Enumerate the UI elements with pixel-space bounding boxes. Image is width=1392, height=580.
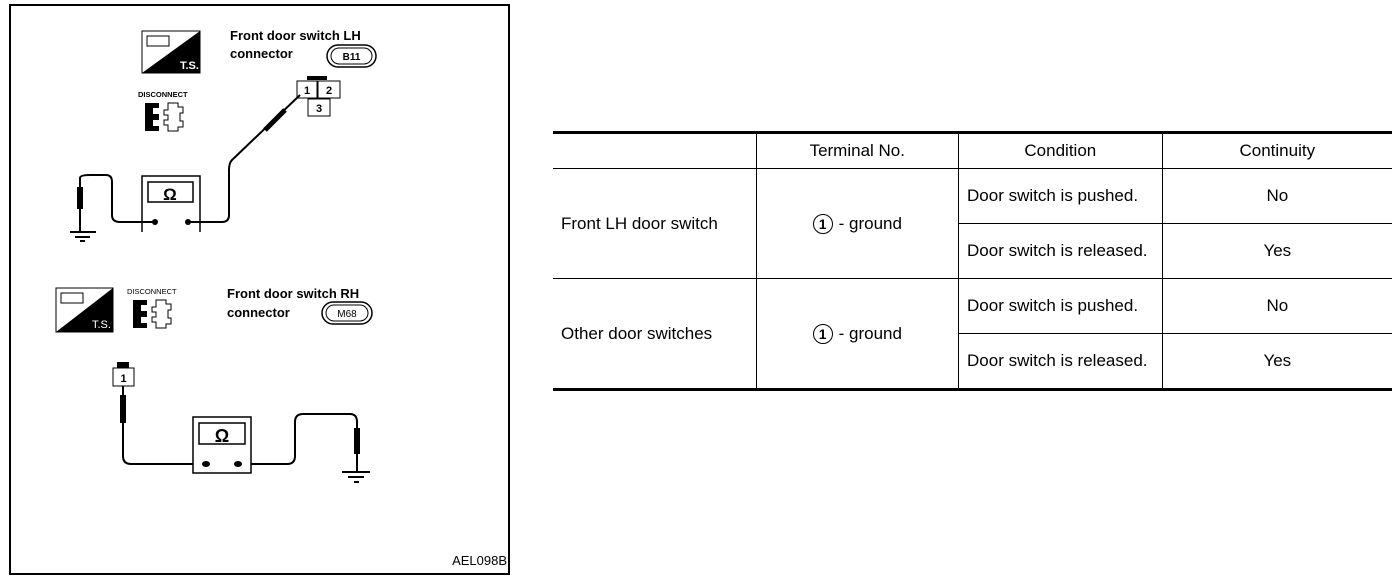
ohmmeter-icon: Ω: [192, 416, 252, 474]
header-continuity: Continuity: [1161, 131, 1392, 169]
terminal-text: - ground: [838, 323, 902, 343]
svg-text:B11: B11: [343, 52, 361, 63]
continuity-table: Terminal No. Condition Continuity Front …: [553, 131, 1392, 391]
probe-icon: [120, 395, 126, 423]
lh-connector-face: 1 2 3: [296, 76, 341, 117]
condition-cell: Door switch is pushed.: [958, 168, 1163, 224]
svg-text:M68: M68: [337, 309, 357, 320]
rh-connector-face: 1: [112, 362, 135, 387]
rh-connector-label: connector: [227, 305, 290, 320]
svg-text:Ω: Ω: [215, 426, 229, 446]
rh-connector-title: Front door switch RH: [227, 286, 359, 301]
header-condition: Condition: [958, 131, 1163, 169]
disconnect-icon: [145, 102, 184, 132]
ohmmeter-icon: Ω: [141, 175, 201, 232]
condition-cell: Door switch is pushed.: [958, 278, 1163, 334]
probe-icon: [263, 108, 287, 132]
ts-label: T.S.: [92, 319, 111, 331]
terminal-text: - ground: [838, 213, 902, 233]
item-cell: Other door switches: [553, 278, 757, 391]
continuity-cell: No: [1161, 278, 1392, 334]
pin-3: 3: [316, 103, 322, 115]
disconnect-label: DISCONNECT: [127, 287, 177, 296]
terminal-pin-badge: 1: [812, 323, 833, 344]
terminal-pin-badge: 1: [812, 213, 833, 234]
diagram-frame: [9, 4, 510, 575]
ts-icon: T.S.: [55, 287, 114, 333]
continuity-cell: Yes: [1161, 333, 1392, 391]
continuity-cell: No: [1161, 168, 1392, 224]
header-terminal: Terminal No.: [755, 131, 960, 169]
figure-code: AEL098B: [452, 553, 507, 568]
table-row: Front LH door switch 1- ground Door swit…: [553, 168, 1392, 279]
condition-cell: Door switch is released.: [958, 223, 1163, 279]
table-row: Door switch is released. Yes: [553, 223, 1392, 279]
lh-connector-label: connector: [230, 46, 293, 61]
rh-test-leads: [122, 386, 370, 483]
lh-test-leads: [70, 94, 301, 242]
table-row: Door switch is released. Yes: [553, 333, 1392, 391]
probe-icon: [354, 428, 360, 454]
disconnect-label: DISCONNECT: [138, 90, 188, 99]
svg-text:Ω: Ω: [163, 185, 177, 204]
pin-1: 1: [304, 85, 310, 97]
probe-icon: [77, 187, 83, 209]
disconnect-icon: [133, 299, 172, 329]
item-cell: Front LH door switch: [553, 168, 757, 279]
ts-label: T.S.: [180, 60, 199, 72]
connector-badge-b11: B11: [326, 44, 377, 68]
terminal-cell: 1- ground: [755, 278, 960, 391]
pin-1: 1: [120, 373, 126, 385]
continuity-cell: Yes: [1161, 223, 1392, 279]
lh-connector-title: Front door switch LH: [230, 28, 361, 43]
ts-icon: T.S.: [141, 30, 201, 74]
continuity-check-diagram: T.S. Front door switch LH connector B11 …: [9, 4, 510, 575]
table-header-row: Terminal No. Condition Continuity: [553, 131, 1392, 169]
header-item: [553, 131, 757, 169]
connector-badge-m68: M68: [321, 301, 373, 325]
table-row: Other door switches 1- ground Door switc…: [553, 278, 1392, 391]
condition-cell: Door switch is released.: [958, 333, 1163, 391]
pin-2: 2: [326, 85, 332, 97]
terminal-cell: 1- ground: [755, 168, 960, 279]
